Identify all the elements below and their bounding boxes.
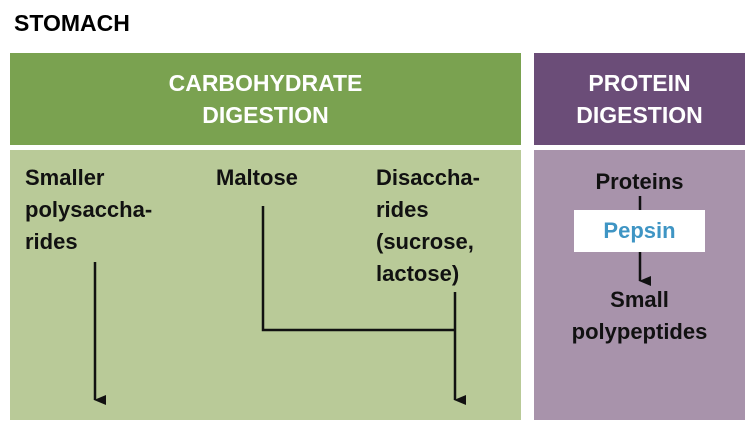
maltose-label: Maltose — [216, 165, 298, 190]
pepsin-enzyme-box: Pepsin — [574, 210, 705, 252]
proteins-label: Proteins — [595, 169, 684, 194]
page-title: STOMACH — [14, 10, 130, 36]
carbohydrate-digestion-title: CARBOHYDRATE DIGESTION — [168, 70, 363, 128]
protein-digestion-title: PROTEIN DIGESTION — [576, 70, 703, 128]
maltose-connector-line — [261, 206, 455, 332]
small-polypeptides-label: Small polypeptides — [571, 287, 708, 344]
carbohydrate-digestion-header: CARBOHYDRATE DIGESTION — [10, 53, 521, 148]
disaccharides-label: Disaccha- rides (sucrose, lactose) — [376, 165, 480, 286]
protein-digestion-header: PROTEIN DIGESTION — [534, 53, 745, 148]
smaller-polysaccharides-label: Smaller polysaccha- rides — [25, 165, 153, 254]
